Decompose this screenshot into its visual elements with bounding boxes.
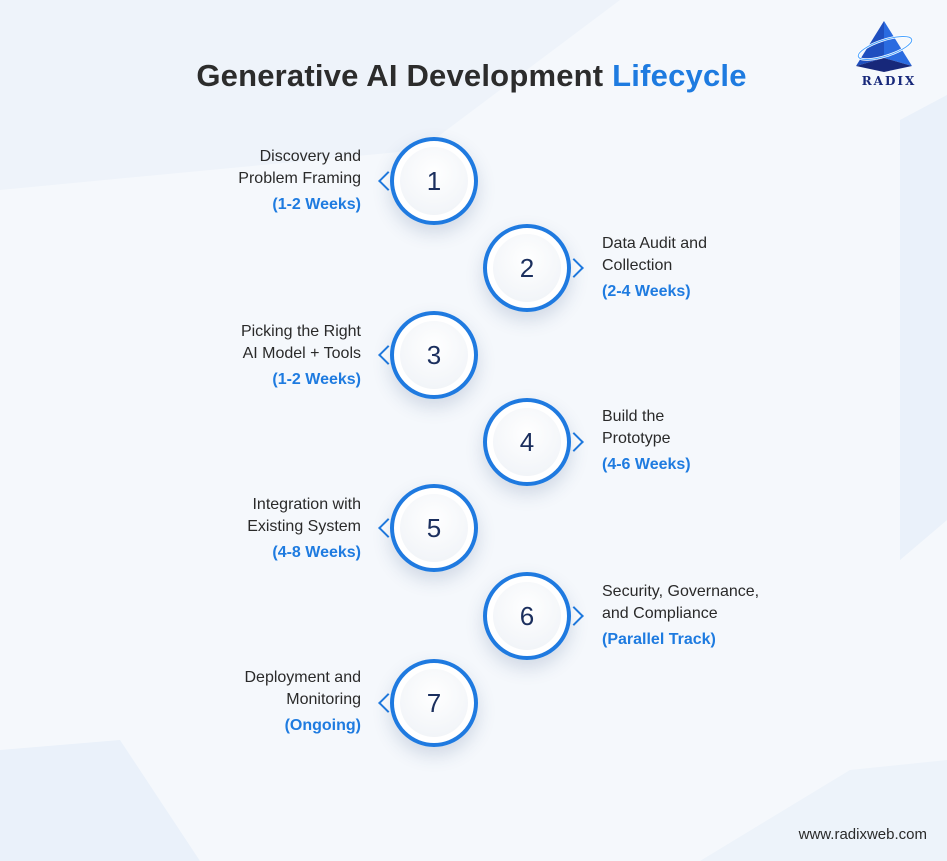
step-7-title-line2: Monitoring (286, 691, 361, 708)
step-6-number: 6 (483, 572, 571, 660)
step-6-label: Security, Governance, and Compliance (Pa… (602, 581, 842, 651)
step-3-duration: (1-2 Weeks) (272, 371, 361, 388)
step-2-title-line2: Collection (602, 257, 673, 274)
step-6-duration: (Parallel Track) (602, 631, 716, 648)
step-3-number: 3 (390, 311, 478, 399)
step-7-label: Deployment and Monitoring (Ongoing) (160, 667, 361, 737)
step-5-title-line1: Integration with (252, 496, 361, 513)
step-5-label: Integration with Existing System (4-8 We… (160, 494, 361, 564)
step-2-label: Data Audit and Collection (2-4 Weeks) (602, 233, 822, 303)
step-4-label: Build the Prototype (4-6 Weeks) (602, 406, 822, 476)
page-title: Generative AI Development Lifecycle (0, 58, 943, 94)
step-6-title-line1: Security, Governance, (602, 583, 760, 600)
step-1-label: Discovery and Problem Framing (1-2 Weeks… (160, 146, 361, 216)
website-url[interactable]: www.radixweb.com (798, 826, 927, 843)
radix-logo: RADIX (852, 18, 926, 93)
step-4-duration: (4-6 Weeks) (602, 456, 691, 473)
logo-text: RADIX (861, 74, 917, 88)
step-1-title-line1: Discovery and (259, 148, 361, 165)
step-1-duration: (1-2 Weeks) (272, 196, 361, 213)
step-6-title-line2: and Compliance (602, 605, 718, 622)
step-2-duration: (2-4 Weeks) (602, 283, 691, 300)
step-3-title-line2: AI Model + Tools (242, 345, 361, 362)
pyramid-icon (856, 21, 913, 72)
step-4-title-line1: Build the (602, 408, 665, 425)
step-1-title-line2: Problem Framing (238, 170, 361, 187)
step-4-number: 4 (483, 398, 571, 486)
step-5-duration: (4-8 Weeks) (272, 544, 361, 561)
step-1-number: 1 (390, 137, 478, 225)
step-5-title-line2: Existing System (247, 518, 361, 535)
step-4-title-line2: Prototype (602, 430, 671, 447)
step-7-number: 7 (390, 659, 478, 747)
step-5-number: 5 (390, 484, 478, 572)
step-2-title-line1: Data Audit and (602, 235, 707, 252)
step-7-title-line1: Deployment and (244, 669, 361, 686)
step-2-number: 2 (483, 224, 571, 312)
step-7-duration: (Ongoing) (284, 717, 361, 734)
step-3-title-line1: Picking the Right (240, 323, 361, 340)
title-accent: Lifecycle (612, 58, 747, 93)
step-3-label: Picking the Right AI Model + Tools (1-2 … (160, 321, 361, 391)
title-main: Generative AI Development (196, 58, 604, 93)
